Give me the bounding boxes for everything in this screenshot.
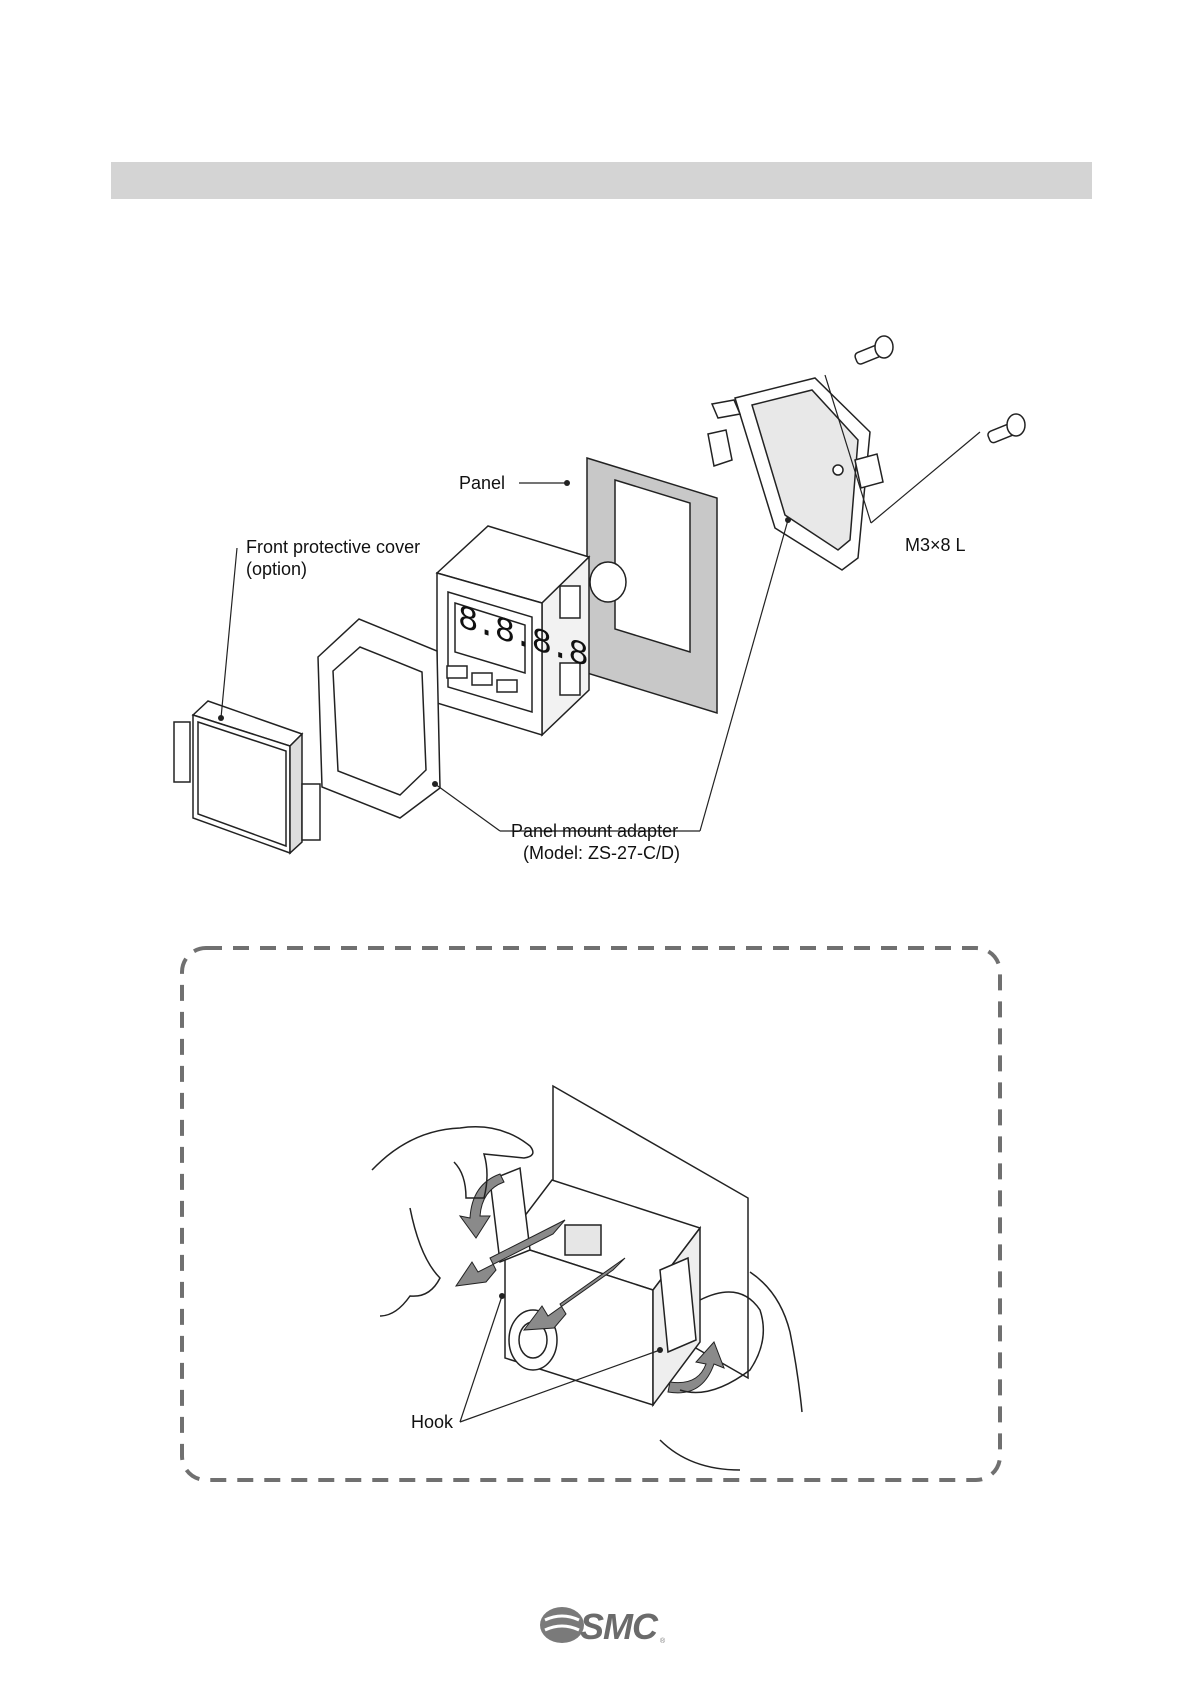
bezel-frame <box>318 619 440 818</box>
label-front-cover-line2: (option) <box>246 559 307 579</box>
registered-mark: ® <box>660 1638 665 1645</box>
label-adapter-line2: (Model: ZS-27-C/D) <box>509 843 680 863</box>
label-adapter: Panel mount adapter (Model: ZS-27-C/D) <box>509 820 680 864</box>
label-adapter-line1: Panel mount adapter <box>511 821 678 841</box>
smc-logo-mark <box>540 1607 584 1643</box>
label-front-cover-line1: Front protective cover <box>246 537 420 557</box>
label-front-cover: Front protective cover (option) <box>246 536 420 580</box>
smc-logo-text: SMC <box>580 1606 657 1648</box>
label-panel: Panel <box>459 472 505 494</box>
label-screw: M3×8 L <box>905 534 966 556</box>
screw-bottom <box>987 414 1025 444</box>
screw-top <box>854 336 893 365</box>
rear-bracket <box>708 378 883 570</box>
label-hook: Hook <box>411 1411 453 1433</box>
front-cover <box>174 701 320 853</box>
